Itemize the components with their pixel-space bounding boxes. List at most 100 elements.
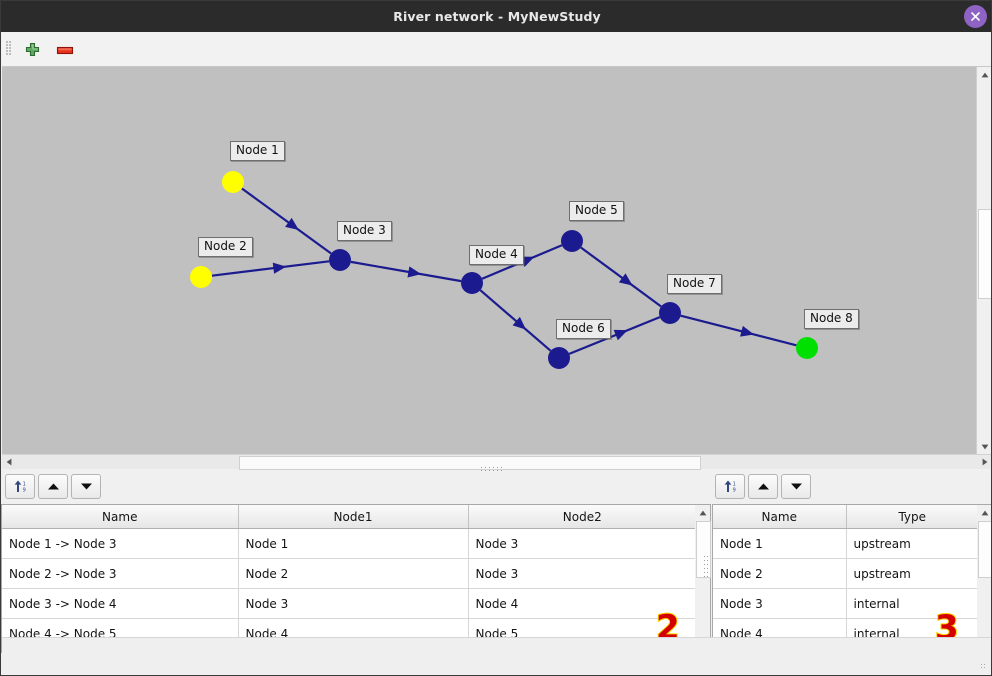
column-header-name[interactable]: Name <box>2 505 239 529</box>
edge-arrowhead <box>512 316 527 330</box>
chevron-left-icon <box>6 458 12 466</box>
nodes-move-up-button[interactable] <box>748 474 778 499</box>
table-cell[interactable]: Node 1 -> Node 3 <box>2 528 239 559</box>
node-label-node-5[interactable]: Node 5 <box>569 201 624 221</box>
sort-ascending-icon: 1 9 <box>724 480 735 494</box>
edge-arrowhead <box>407 266 422 278</box>
toolbar-drag-handle[interactable] <box>6 41 12 57</box>
column-header-node1[interactable]: Node1 <box>238 505 469 529</box>
nodes-move-down-button[interactable] <box>781 474 811 499</box>
table-cell[interactable]: Node 1 <box>238 528 469 559</box>
nodes-scroll-up-button[interactable] <box>977 505 991 520</box>
reaches-move-down-button[interactable] <box>71 474 101 499</box>
table-cell[interactable]: upstream <box>846 528 978 559</box>
graph-node-node-5[interactable] <box>561 230 583 252</box>
table-cell[interactable]: Node 1 <box>713 528 847 559</box>
edge-arrowhead <box>613 329 628 341</box>
resize-grip[interactable] <box>981 664 988 671</box>
graph-node-node-8[interactable] <box>796 337 818 359</box>
main-toolbar <box>2 32 991 67</box>
chevron-up-icon <box>981 72 988 77</box>
canvas-hscroll-thumb[interactable] <box>239 456 701 470</box>
edge-Node5-to-Node7[interactable] <box>580 246 662 308</box>
svg-text:9: 9 <box>22 488 25 494</box>
edge-arrowhead <box>618 273 633 286</box>
canvas-vertical-scrollbar[interactable] <box>976 67 991 454</box>
edge-Node1-to-Node3[interactable] <box>241 187 332 255</box>
reaches-scroll-up-button[interactable] <box>695 505 710 520</box>
node-label-node-2[interactable]: Node 2 <box>198 237 253 257</box>
node-label-node-6[interactable]: Node 6 <box>556 319 611 339</box>
vertical-splitter-handle[interactable] <box>704 556 710 586</box>
reaches-vertical-scrollbar[interactable] <box>695 504 711 653</box>
table-cell[interactable]: Node 2 -> Node 3 <box>2 558 239 589</box>
delete-node-button[interactable] <box>54 40 76 60</box>
graph-node-node-2[interactable] <box>190 266 212 288</box>
table-cell[interactable]: Node 3 <box>468 528 696 559</box>
graph-node-node-7[interactable] <box>659 302 681 324</box>
reaches-move-up-button[interactable] <box>38 474 68 499</box>
horizontal-splitter-handle[interactable] <box>481 467 515 473</box>
close-button[interactable] <box>964 5 987 28</box>
node-label-node-4[interactable]: Node 4 <box>469 245 524 265</box>
node-label-node-1[interactable]: Node 1 <box>230 141 285 161</box>
edge-arrowhead <box>740 325 755 337</box>
table-cell[interactable]: Node 2 <box>238 558 469 589</box>
reaches-sort-button[interactable]: 1 9 <box>5 474 35 499</box>
table-cell[interactable]: Node 3 -> Node 4 <box>2 588 239 619</box>
node-label-node-3[interactable]: Node 3 <box>337 221 392 241</box>
table-cell[interactable]: upstream <box>846 558 978 589</box>
add-node-button[interactable] <box>21 40 43 60</box>
node-label-node-7[interactable]: Node 7 <box>667 274 722 294</box>
edge-Node6-to-Node7[interactable] <box>568 316 661 355</box>
scroll-right-button[interactable] <box>978 455 991 469</box>
nodes-vertical-scrollbar[interactable] <box>977 504 991 653</box>
column-header-type[interactable]: Type <box>846 505 978 529</box>
edge-arrowhead <box>285 217 299 231</box>
arrow-up-icon <box>757 483 769 490</box>
chevron-up-icon <box>981 510 988 515</box>
nodes-sort-button[interactable]: 1 9 <box>715 474 745 499</box>
edge-Node4-to-Node6[interactable] <box>479 289 552 352</box>
scroll-left-button[interactable] <box>2 455 16 469</box>
table-cell[interactable]: Node 3 <box>468 558 696 589</box>
edge-Node3-to-Node4[interactable] <box>350 260 462 283</box>
column-header-node2[interactable]: Node2 <box>468 505 696 529</box>
scroll-down-button[interactable] <box>977 439 991 454</box>
scroll-up-button[interactable] <box>977 67 991 82</box>
chevron-right-icon <box>982 458 988 466</box>
edge-arrowhead <box>272 262 287 274</box>
graph-node-node-1[interactable] <box>222 171 244 193</box>
svg-text:1: 1 <box>22 482 25 488</box>
network-canvas-area: Node 1 Node 2 Node 3 Node 4 Node 5 Node 6 Node… <box>2 67 991 454</box>
edge-Node2-to-Node3[interactable] <box>211 260 330 277</box>
window-titlebar: River network - MyNewStudy <box>1 1 991 32</box>
reaches-vscroll-thumb[interactable] <box>696 521 711 578</box>
graph-node-node-6[interactable] <box>548 347 570 369</box>
table-cell[interactable]: Node 2 <box>713 558 847 589</box>
river-network-diagram[interactable]: Node 1 Node 2 Node 3 Node 4 Node 5 Node 6 Node… <box>2 67 977 454</box>
table-cell[interactable]: Node 3 <box>238 588 469 619</box>
table-cell[interactable]: Node 3 <box>713 588 847 619</box>
table-cell[interactable]: Node 4 <box>468 588 696 619</box>
edge-Node7-to-Node8[interactable] <box>680 314 797 347</box>
node-label-node-8[interactable]: Node 8 <box>804 309 859 329</box>
graph-node-node-4[interactable] <box>461 272 483 294</box>
canvas-vscroll-thumb[interactable] <box>978 209 991 299</box>
graph-node-node-3[interactable] <box>329 249 351 271</box>
arrow-down-icon <box>790 483 802 490</box>
column-header-name[interactable]: Name <box>713 505 847 529</box>
table-cell[interactable]: internal <box>846 588 978 619</box>
nodes-vscroll-thumb[interactable] <box>978 521 991 578</box>
canvas-horizontal-scrollbar[interactable] <box>2 454 991 470</box>
arrow-up-icon <box>47 483 59 490</box>
